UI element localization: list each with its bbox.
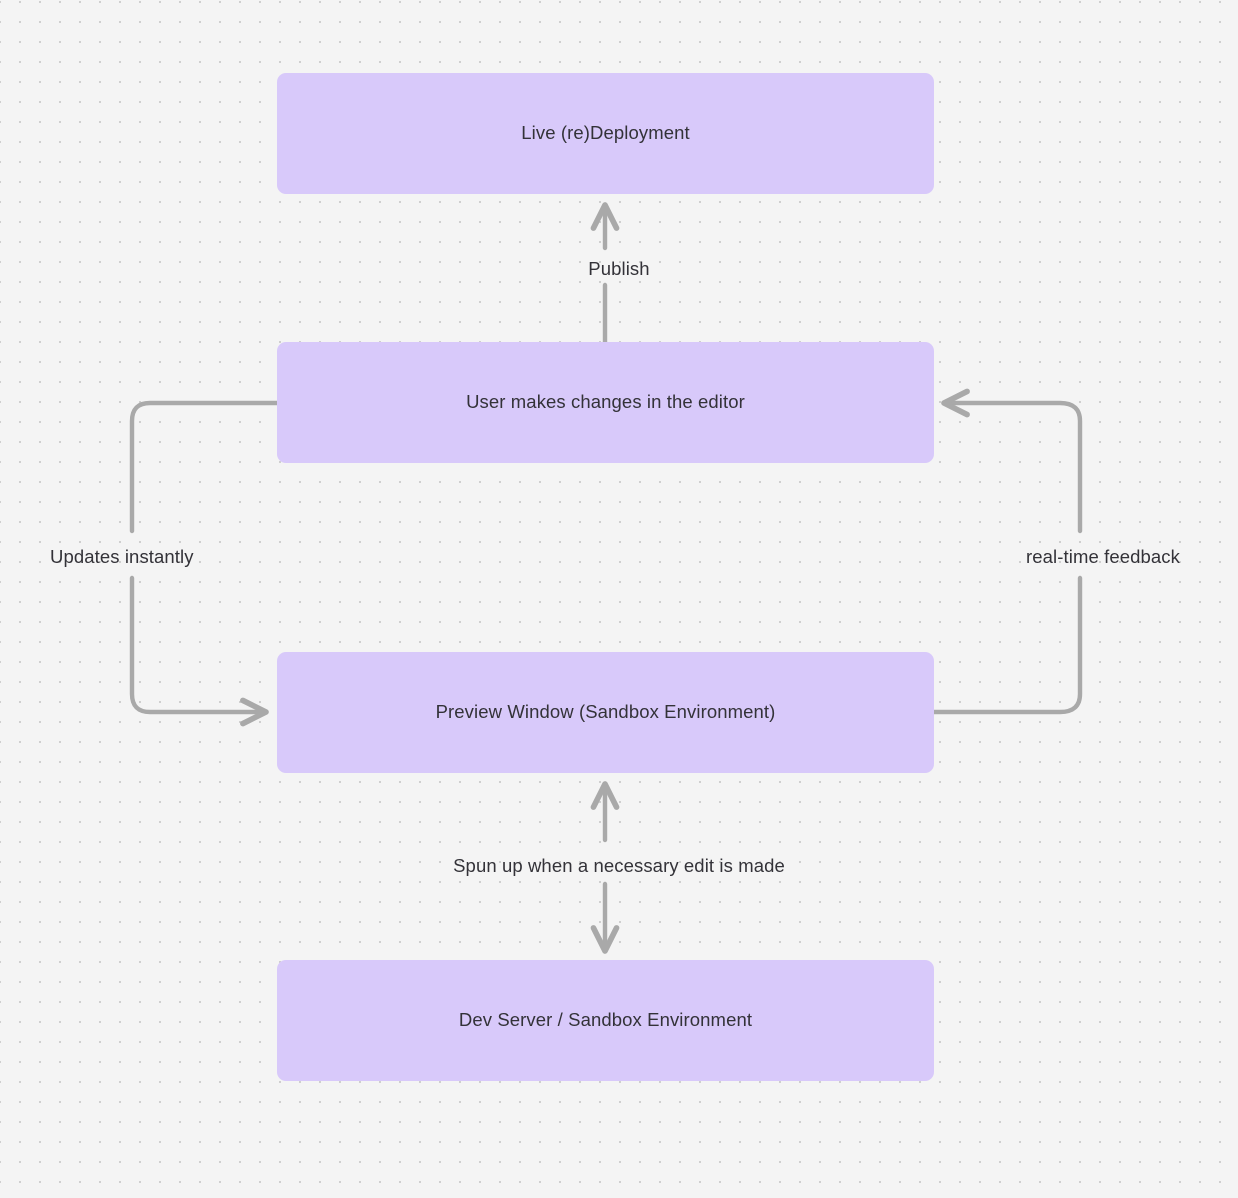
edge-label-spun-up-when-a-necessary-edit-is-made: Spun up when a necessary edit is made [453, 855, 785, 876]
edge-label-real-time-feedback: real-time feedback [1026, 546, 1180, 567]
node-label: Preview Window (Sandbox Environment) [435, 701, 776, 723]
edge-label-updates-instantly: Updates instantly [50, 546, 194, 567]
node-user-makes-changes-in-the-editor[interactable]: User makes changes in the editor [277, 342, 934, 463]
edge-label-publish: Publish [588, 258, 650, 279]
node-preview-window-sandbox-environment[interactable]: Preview Window (Sandbox Environment) [277, 652, 934, 773]
node-label: Dev Server / Sandbox Environment [458, 1009, 753, 1031]
node-live-redeployment[interactable]: Live (re)Deployment [277, 73, 934, 194]
node-dev-server-sandbox-environment[interactable]: Dev Server / Sandbox Environment [277, 960, 934, 1081]
node-label: User makes changes in the editor [466, 391, 745, 413]
node-label: Live (re)Deployment [521, 122, 690, 144]
